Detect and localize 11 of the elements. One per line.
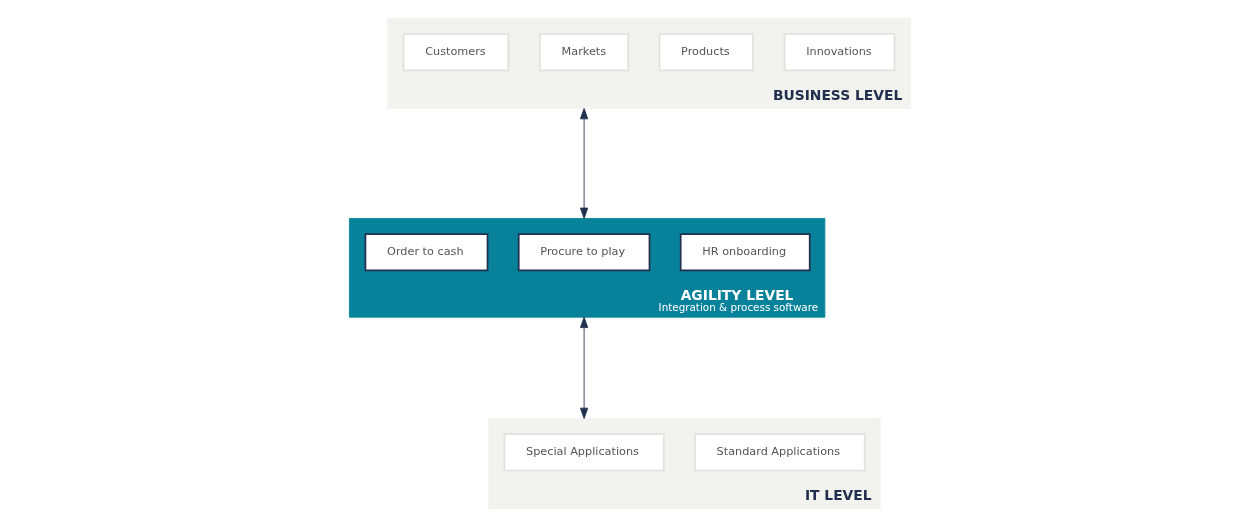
node-box: Order to cash [364, 233, 488, 272]
node-box: Markets [538, 33, 629, 72]
node-box: Special Applications [503, 433, 665, 472]
node-box: Innovations [783, 33, 895, 72]
node-box: Standard Applications [693, 433, 866, 472]
node-box: HR onboarding [679, 233, 811, 272]
node-box: Customers [402, 33, 509, 72]
arrow [579, 108, 588, 219]
node-box: Products [658, 33, 754, 72]
node-box: Procure to play [517, 233, 650, 272]
arrow [579, 316, 588, 419]
